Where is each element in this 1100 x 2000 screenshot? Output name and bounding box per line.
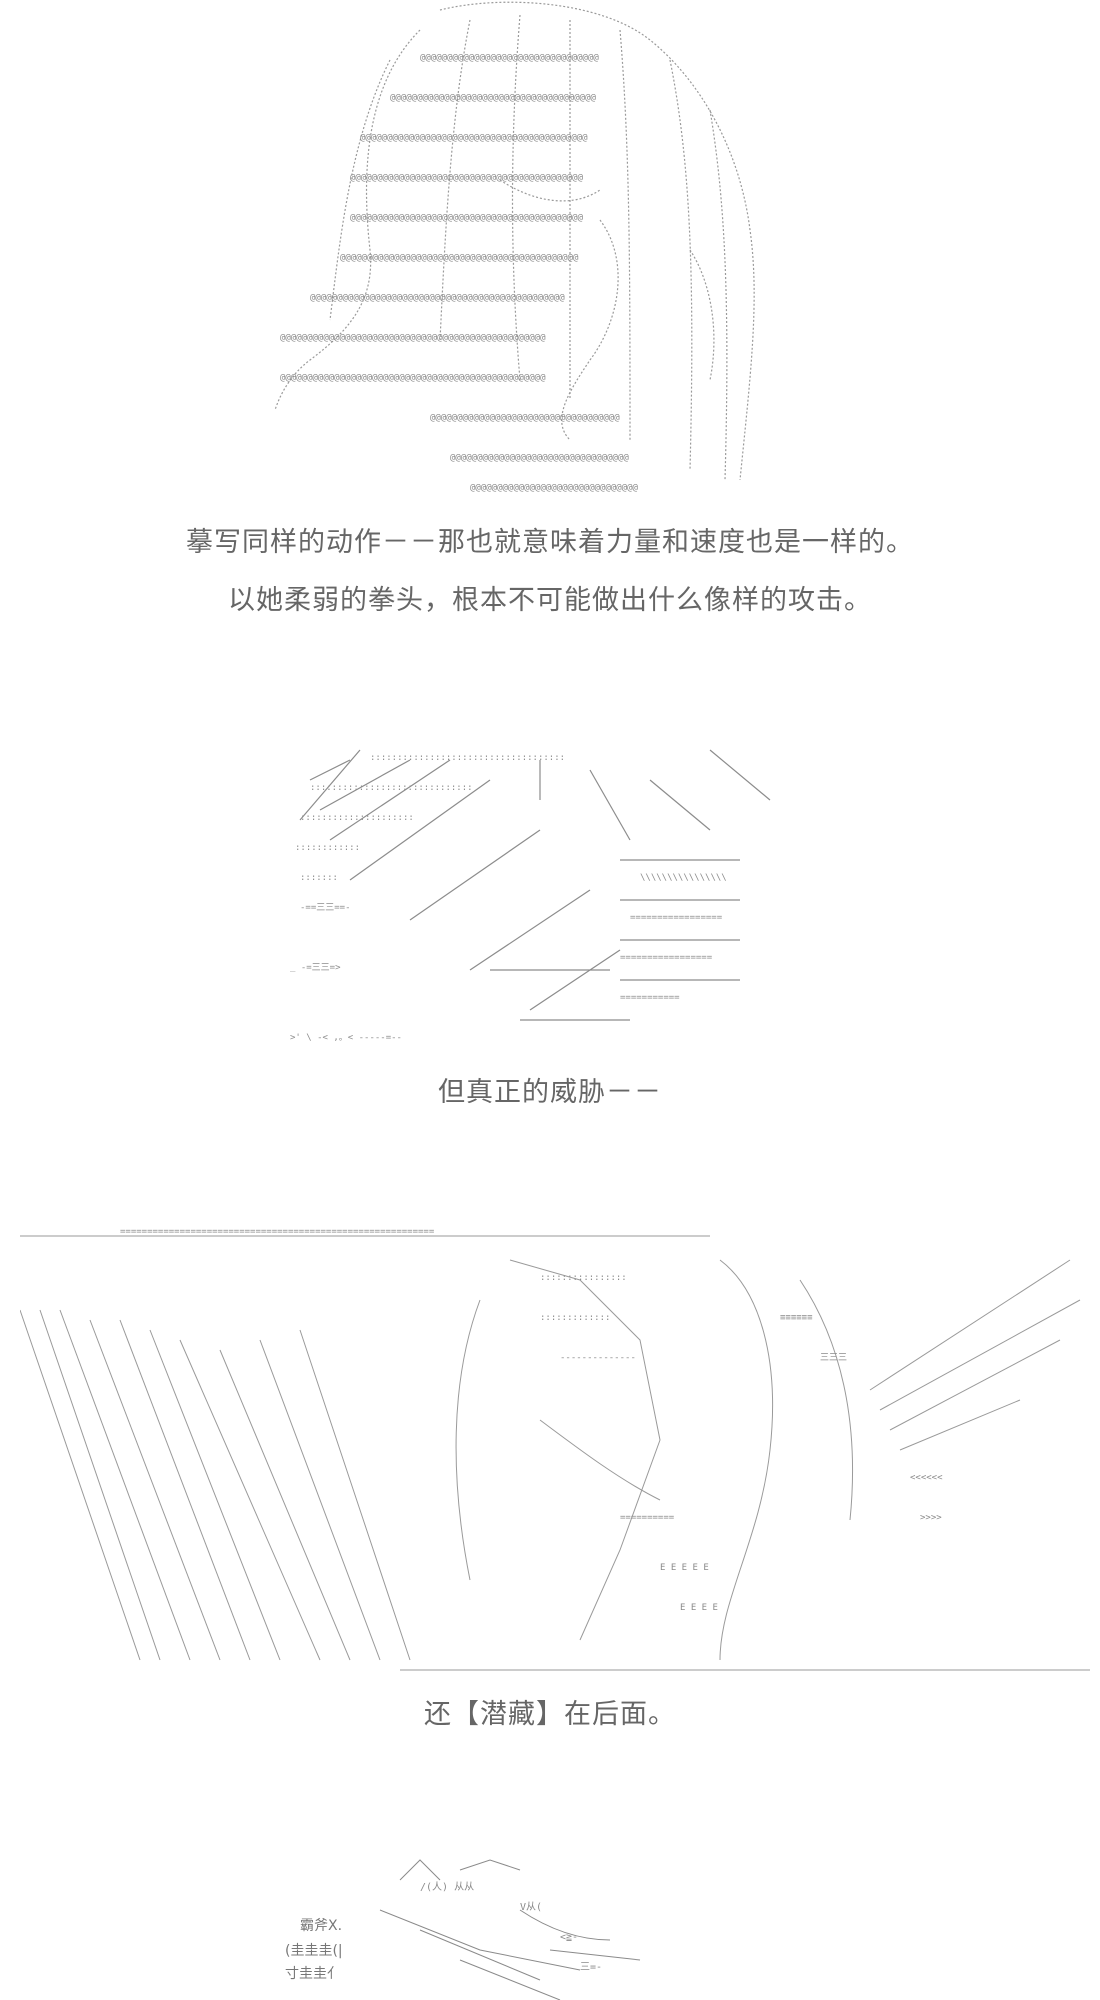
svg-text:@@@@@@@@@@@@@@@@@@@@@@@@@@@@@@: @@@@@@@@@@@@@@@@@@@@@@@@@@@@@@@@@@@@@@@@… bbox=[350, 213, 584, 223]
svg-text:@@@@@@@@@@@@@@@@@@@@@@@@@@@@@@: @@@@@@@@@@@@@@@@@@@@@@@@@@@@@@@@@@@@@@ bbox=[390, 93, 596, 103]
svg-text:==========: ========== bbox=[620, 1513, 675, 1523]
svg-text:@@@@@@@@@@@@@@@@@@@@@@@@@@@@@@: @@@@@@@@@@@@@@@@@@@@@@@@@@@@@@@@@@@@@@@@… bbox=[360, 133, 588, 143]
svg-text:E E E E E: E E E E E bbox=[660, 1563, 709, 1573]
svg-text:@@@@@@@@@@@@@@@@@@@@@@@@@@@@@@: @@@@@@@@@@@@@@@@@@@@@@@@@@@@@@@@@@@@@@@@… bbox=[340, 253, 579, 263]
svg-text:>>>>: >>>> bbox=[920, 1513, 942, 1523]
ascii-art-figure-1: @@@@@@@@@@@@@@@@@@@@@@@@@@@@@@@@@ @@@@@@… bbox=[274, 1, 755, 493]
svg-text:::::::::::::::::: :::::::::::::::: bbox=[540, 1273, 627, 1283]
svg-text:@@@@@@@@@@@@@@@@@@@@@@@@@@@@@@: @@@@@@@@@@@@@@@@@@@@@@@@@@@@@@@@@@@@@@@@… bbox=[280, 373, 546, 383]
caption-4: 还【潜藏】在后面。 bbox=[424, 1699, 676, 1730]
svg-text:\\\\\\\\\\\\\\\\: \\\\\\\\\\\\\\\\ bbox=[640, 873, 727, 883]
svg-text:===========: =========== bbox=[620, 993, 680, 1003]
svg-text:::::::::::::::::::::::::::::::: :::::::::::::::::::::::::::::: bbox=[310, 783, 473, 793]
caption-2: 以她柔弱的拳头，根本不可能做出什么像样的攻击。 bbox=[228, 585, 872, 616]
svg-text:::::::::::::: :::::::::::: bbox=[295, 843, 360, 853]
svg-text:≡≡≡≡≡≡: ≡≡≡≡≡≡ bbox=[780, 1313, 813, 1323]
svg-text:<<<<<<: <<<<<< bbox=[910, 1473, 943, 1483]
svg-text:@@@@@@@@@@@@@@@@@@@@@@@@@@@@@@: @@@@@@@@@@@@@@@@@@@@@@@@@@@@@@@ bbox=[470, 483, 639, 493]
ascii-art-battle-scene: ========================================… bbox=[20, 1227, 1090, 1671]
svg-text:=================: ================= bbox=[630, 913, 723, 923]
svg-text:=================: ================= bbox=[620, 953, 713, 963]
svg-text:E E E E: E E E E bbox=[680, 1603, 718, 1613]
svg-text::::::::::::::: ::::::::::::: bbox=[540, 1313, 610, 1323]
svg-text:>' \ -< ,。< -----=--: >' \ -< ,。< -----=-- bbox=[290, 1033, 402, 1043]
svg-text:三三三: 三三三 bbox=[820, 1353, 847, 1363]
art-label-3: 寸圭圭亻 bbox=[285, 1966, 341, 1982]
art-label-2: (圭圭圭(| bbox=[285, 1943, 343, 1959]
caption-3: 但真正的威胁－－ bbox=[438, 1077, 662, 1108]
ascii-art-bottom-fragment: /(人) 从从 V从( <≧- 三=- 霸斧X. (圭圭圭(| 寸圭圭亻 bbox=[285, 1859, 641, 2000]
svg-text:==============================: ========================================… bbox=[120, 1227, 435, 1237]
svg-text:<≧-: <≧- bbox=[560, 1932, 578, 1943]
svg-text:_ -=三三=>: _ -=三三=> bbox=[290, 963, 341, 973]
svg-text:/(人) 从从: /(人) 从从 bbox=[420, 1881, 474, 1893]
art-label-1: 霸斧X. bbox=[300, 1918, 342, 1934]
svg-text:-==三三==-: -==三三==- bbox=[300, 903, 351, 913]
svg-text:@@@@@@@@@@@@@@@@@@@@@@@@@@@@@@: @@@@@@@@@@@@@@@@@@@@@@@@@@@@@@@@@ bbox=[450, 453, 629, 463]
svg-text:@@@@@@@@@@@@@@@@@@@@@@@@@@@@@@: @@@@@@@@@@@@@@@@@@@@@@@@@@@@@@@@@ bbox=[420, 53, 599, 63]
svg-text::::::::::::::::::::::: ::::::::::::::::::::: bbox=[300, 813, 414, 823]
svg-text::::::::: ::::::: bbox=[300, 873, 338, 883]
svg-text:@@@@@@@@@@@@@@@@@@@@@@@@@@@@@@: @@@@@@@@@@@@@@@@@@@@@@@@@@@@@@@@@@@@@@@@… bbox=[310, 293, 565, 303]
svg-text:三=-: 三=- bbox=[580, 1962, 602, 1973]
svg-text:--------------: -------------- bbox=[560, 1353, 636, 1363]
svg-text:@@@@@@@@@@@@@@@@@@@@@@@@@@@@@@: @@@@@@@@@@@@@@@@@@@@@@@@@@@@@@@@@@@@@@@@… bbox=[350, 173, 584, 183]
svg-text:@@@@@@@@@@@@@@@@@@@@@@@@@@@@@@: @@@@@@@@@@@@@@@@@@@@@@@@@@@@@@@@@@@ bbox=[430, 413, 620, 423]
ascii-art-impact-scene: :::::::::::::::::::::::::::::::::::: :::… bbox=[290, 749, 771, 1043]
svg-text:V从(: V从( bbox=[520, 1902, 542, 1913]
svg-text:::::::::::::::::::::::::::::::: :::::::::::::::::::::::::::::::::::: bbox=[370, 753, 565, 763]
svg-text:@@@@@@@@@@@@@@@@@@@@@@@@@@@@@@: @@@@@@@@@@@@@@@@@@@@@@@@@@@@@@@@@@@@@@@@… bbox=[280, 333, 546, 343]
caption-1: 摹写同样的动作－－那也就意味着力量和速度也是一样的。 bbox=[186, 527, 914, 558]
